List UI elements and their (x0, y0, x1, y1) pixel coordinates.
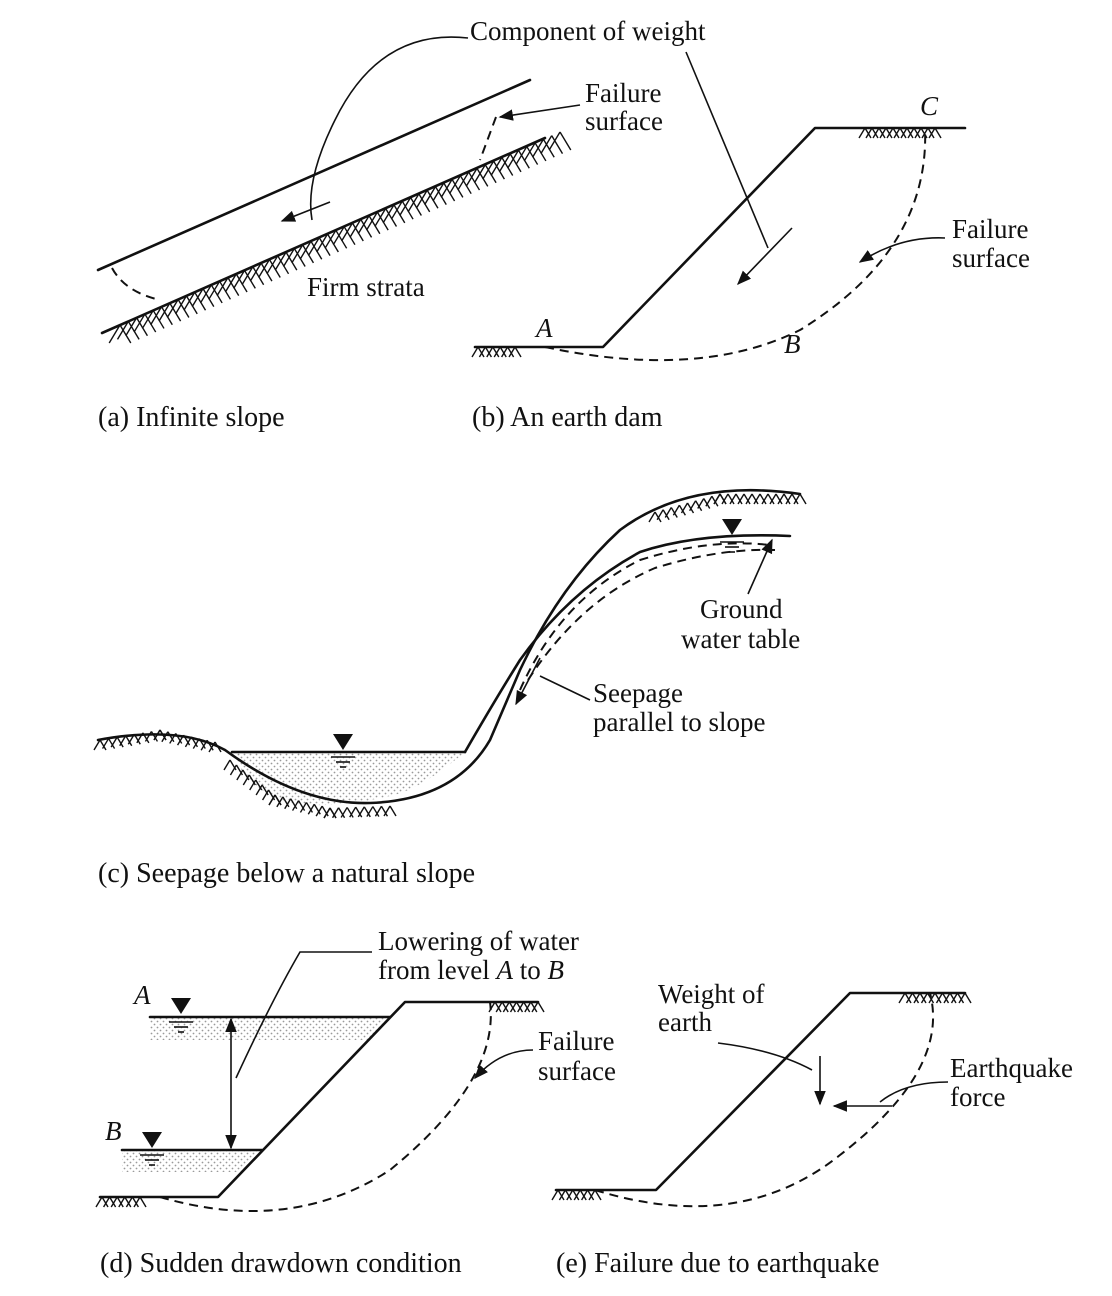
seepage-leader (539, 675, 591, 701)
failure-surface-curve (111, 267, 161, 301)
panel-a-infinite-slope: Component of weight Failure surface Firm… (96, 16, 706, 433)
ground-hatch-icon (898, 992, 972, 1004)
firm-strata-label: Firm strata (307, 272, 425, 302)
panel-b-earth-dam: A B C Failure surface (b) An earth dam (471, 51, 1030, 433)
earthquake-force-label: Earthquake (950, 1053, 1073, 1083)
level-b-label: B (105, 1116, 122, 1146)
firm-strata-hatch-icon (108, 131, 572, 344)
weight-component-leader (685, 51, 769, 249)
failure-surface-curve (159, 1001, 492, 1213)
earthquake-force-label: force (950, 1082, 1005, 1112)
water-body-level-b (122, 1150, 262, 1172)
component-weight-arrow (280, 201, 331, 222)
ground-hatch-icon (93, 729, 222, 753)
failure-surface-curve (479, 116, 497, 161)
ground-hatch-icon (471, 346, 522, 358)
ground-hatch-icon (95, 1196, 147, 1208)
ground-hatch-icon (551, 1189, 602, 1201)
weight-leader (717, 1042, 813, 1071)
failure-surface-label: surface (585, 106, 663, 136)
lowering-label: Lowering of water (378, 926, 579, 956)
caption-d: (d) Sudden drawdown condition (100, 1248, 462, 1279)
seepage-label: parallel to slope (593, 707, 765, 737)
component-weight-leader (309, 36, 469, 221)
weight-of-earth-label: Weight of (658, 979, 765, 1009)
firm-strata-line (100, 136, 547, 335)
ground-hatch-icon (648, 493, 807, 523)
seepage-line (527, 548, 776, 681)
embankment-profile-line (98, 1000, 540, 1199)
water-level-triangle-icon (331, 734, 355, 768)
weight-component-arrow (737, 227, 793, 286)
failure-surface-curve (594, 992, 935, 1208)
ground-hatch-icon (223, 759, 397, 819)
failure-surface-leader (498, 104, 581, 121)
failure-surface-label: Failure (585, 78, 661, 108)
panel-c-seepage-slope: Ground water table Seepage parallel to s… (93, 488, 807, 889)
lowering-label: from level A to B (378, 955, 564, 985)
water-level-triangle-icon (169, 998, 193, 1033)
ground-hatch-icon (858, 127, 942, 139)
ground-hatch-icon (488, 1001, 545, 1013)
water-body-level-a (150, 1017, 390, 1040)
panel-e-earthquake: Weight of earth Earthquake force (e) Fai… (551, 979, 1073, 1279)
seepage-arrow (515, 657, 541, 706)
water-level-triangle-icon (140, 1132, 164, 1166)
seepage-label: Seepage (593, 678, 683, 708)
ground-water-label: water table (681, 624, 800, 654)
failure-surface-label: Failure (952, 214, 1028, 244)
seepage-line (519, 542, 771, 691)
failure-surface-label: Failure (538, 1026, 614, 1056)
level-a-label: A (132, 980, 151, 1010)
weight-of-earth-label: earth (658, 1007, 712, 1037)
point-c-label: C (920, 91, 939, 121)
failure-surface-label: surface (538, 1056, 616, 1086)
caption-a: (a) Infinite slope (98, 402, 285, 433)
ground-profile-line (96, 488, 802, 805)
caption-b: (b) An earth dam (472, 402, 663, 433)
lowering-leader (235, 951, 372, 1079)
ground-water-leader (747, 538, 773, 595)
component-of-weight-label: Component of weight (470, 16, 706, 46)
ground-water-label: Ground (700, 594, 783, 624)
point-a-label: A (534, 313, 553, 343)
water-body (232, 752, 465, 806)
failure-surface-leader (858, 237, 946, 263)
failure-surface-leader (474, 1049, 534, 1080)
ground-water-table-line (463, 534, 792, 754)
caption-e: (e) Failure due to earthquake (556, 1248, 879, 1279)
earthquake-leader (879, 1081, 949, 1103)
point-b-label: B (784, 329, 801, 359)
failure-surface-label: surface (952, 243, 1030, 273)
dam-profile-line (473, 126, 967, 349)
caption-c: (c) Seepage below a natural slope (98, 858, 475, 889)
water-level-triangle-icon (720, 519, 744, 553)
panel-d-sudden-drawdown: A B Lowering of water from level A to B … (95, 926, 616, 1279)
slope-profile-line (554, 991, 967, 1192)
failure-surface-curve (544, 127, 927, 362)
